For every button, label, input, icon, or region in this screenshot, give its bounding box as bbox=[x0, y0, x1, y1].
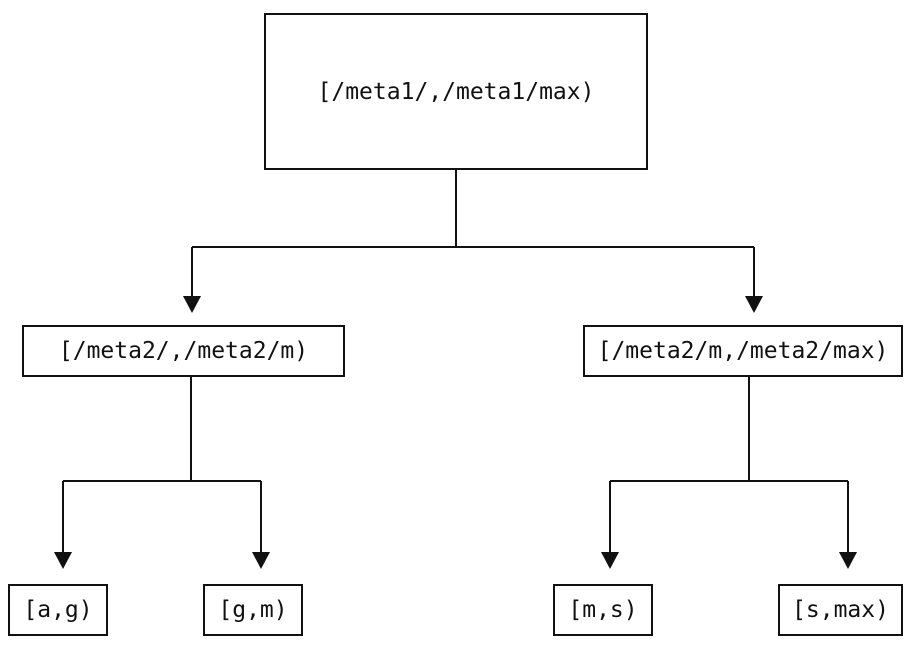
node-leaf-m-s: [m,s) bbox=[553, 584, 653, 636]
node-root: [/meta1/,/meta1/max) bbox=[264, 13, 648, 170]
arrowhead-icon bbox=[745, 296, 763, 313]
edge-root-to-children bbox=[183, 170, 763, 313]
node-leaf-s-max-label: [s,max) bbox=[792, 597, 889, 623]
edge-meta2-high-to-children bbox=[601, 377, 857, 569]
edge-meta2-low-to-children bbox=[54, 377, 270, 569]
arrowhead-icon bbox=[252, 552, 270, 569]
node-meta2-low-label: [/meta2/,/meta2/m) bbox=[58, 338, 309, 364]
arrowhead-icon bbox=[54, 552, 72, 569]
node-leaf-s-max: [s,max) bbox=[778, 584, 903, 636]
node-leaf-g-m-label: [g,m) bbox=[218, 597, 288, 623]
node-meta2-low: [/meta2/,/meta2/m) bbox=[22, 325, 345, 377]
arrowhead-icon bbox=[601, 552, 619, 569]
arrowhead-icon bbox=[839, 552, 857, 569]
node-leaf-m-s-label: [m,s) bbox=[568, 597, 638, 623]
node-root-label: [/meta1/,/meta1/max) bbox=[317, 78, 595, 105]
node-leaf-g-m: [g,m) bbox=[203, 584, 303, 636]
node-meta2-high: [/meta2/m,/meta2/max) bbox=[583, 325, 903, 377]
node-leaf-a-g: [a,g) bbox=[8, 584, 108, 636]
arrowhead-icon bbox=[183, 296, 201, 313]
node-meta2-high-label: [/meta2/m,/meta2/max) bbox=[597, 338, 889, 364]
node-leaf-a-g-label: [a,g) bbox=[23, 597, 93, 623]
